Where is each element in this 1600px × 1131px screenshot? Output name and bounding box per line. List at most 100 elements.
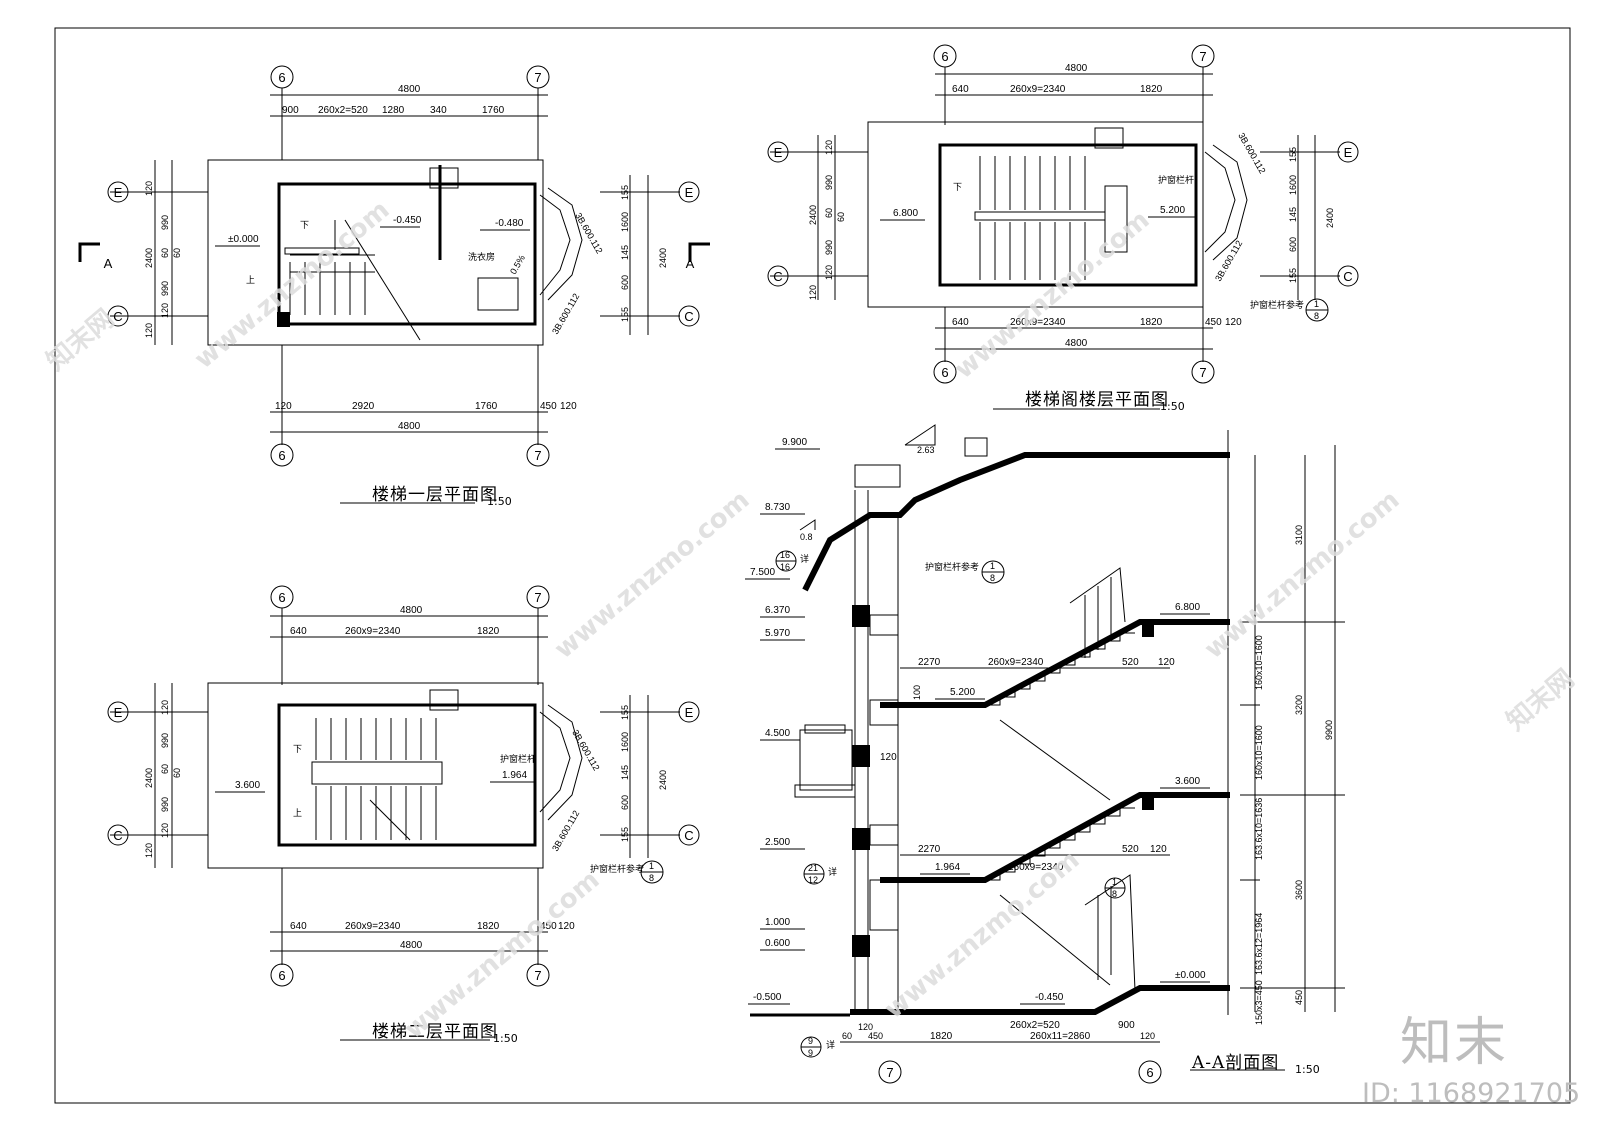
svg-text:C: C — [773, 269, 782, 284]
svg-text:155: 155 — [620, 705, 630, 720]
svg-text:护窗栏杆参考: 护窗栏杆参考 — [925, 561, 979, 572]
svg-text:450: 450 — [540, 921, 557, 932]
svg-text:E: E — [685, 705, 694, 720]
svg-text:260x2=520: 260x2=520 — [1010, 1020, 1060, 1031]
svg-text:2270: 2270 — [918, 844, 941, 855]
svg-text:7: 7 — [534, 968, 541, 983]
svg-text:详: 详 — [828, 866, 837, 877]
svg-text:E: E — [685, 185, 694, 200]
svg-text:±0.000: ±0.000 — [1175, 970, 1206, 981]
svg-text:155: 155 — [620, 827, 630, 842]
level-0000: ±0.000 — [228, 234, 259, 245]
svg-text:0.8: 0.8 — [800, 532, 813, 542]
axis-e-left: E — [114, 185, 123, 200]
svg-text:12: 12 — [808, 875, 818, 885]
svg-text:9: 9 — [808, 1048, 813, 1058]
svg-text:2400: 2400 — [808, 205, 818, 225]
svg-text:1.964: 1.964 — [935, 862, 960, 873]
svg-text:上: 上 — [246, 275, 255, 285]
svg-text:900: 900 — [1118, 1020, 1135, 1031]
svg-text:145: 145 — [620, 765, 630, 780]
svg-text:C: C — [684, 309, 693, 324]
svg-text:-0.500: -0.500 — [753, 992, 782, 1003]
svg-text:1600: 1600 — [620, 732, 630, 752]
svg-text:6: 6 — [941, 49, 948, 64]
plan-first-floor: 6 7 4800 900 260x2=520 1280 340 1760 — [78, 65, 710, 504]
svg-text:60: 60 — [172, 248, 182, 258]
svg-text:990: 990 — [160, 797, 170, 812]
svg-text:900: 900 — [282, 105, 299, 116]
svg-text:990: 990 — [160, 733, 170, 748]
svg-text:6: 6 — [1146, 1065, 1153, 1080]
svg-text:120: 120 — [1225, 317, 1242, 328]
svg-text:120: 120 — [160, 303, 170, 318]
scale-plan3: 1:50 — [1160, 400, 1185, 413]
svg-text:1.964: 1.964 — [502, 770, 527, 781]
svg-text:2270: 2270 — [918, 657, 941, 668]
svg-text:C: C — [1343, 269, 1352, 284]
svg-text:640: 640 — [952, 84, 969, 95]
svg-text:16: 16 — [780, 550, 790, 560]
svg-text:600: 600 — [620, 795, 630, 810]
svg-text:0.5%: 0.5% — [508, 253, 527, 276]
svg-text:145: 145 — [1288, 207, 1298, 222]
svg-text:洗衣房: 洗衣房 — [468, 251, 495, 262]
svg-text:护窗栏杆: 护窗栏杆 — [1158, 174, 1194, 185]
svg-text:1820: 1820 — [1140, 84, 1163, 95]
svg-text:6: 6 — [278, 968, 285, 983]
section-a-a: 9.900 8.730 7.500 6.370 5.970 4.500 2.50… — [745, 424, 1345, 1084]
image-id: ID: 1168921705 — [1362, 1078, 1581, 1109]
svg-text:E: E — [774, 145, 783, 160]
title-section-aa: A-A剖面图 — [1192, 1053, 1280, 1073]
svg-text:8.730: 8.730 — [765, 502, 790, 513]
svg-text:520: 520 — [1122, 844, 1139, 855]
svg-text:520: 520 — [1122, 657, 1139, 668]
svg-text:9: 9 — [808, 1036, 813, 1046]
svg-text:6.370: 6.370 — [765, 605, 790, 616]
svg-text:260x9=2340: 260x9=2340 — [1010, 84, 1066, 95]
svg-text:6.800: 6.800 — [1175, 602, 1200, 613]
svg-text:7.500: 7.500 — [750, 567, 775, 578]
svg-text:4800: 4800 — [1065, 63, 1088, 74]
stair-treads-3 — [974, 156, 1128, 280]
svg-text:450: 450 — [1205, 317, 1222, 328]
svg-text:1: 1 — [1314, 299, 1319, 309]
svg-text:4.500: 4.500 — [765, 728, 790, 739]
svg-text:260x9=2340: 260x9=2340 — [1010, 317, 1066, 328]
svg-text:1: 1 — [649, 861, 654, 871]
svg-text:120: 120 — [1150, 844, 1167, 855]
svg-text:2.63: 2.63 — [917, 445, 935, 455]
svg-text:上: 上 — [293, 808, 302, 818]
svg-text:60: 60 — [824, 208, 834, 218]
stair-railing — [1069, 567, 1136, 991]
svg-text:3200: 3200 — [1294, 695, 1304, 715]
svg-text:2400: 2400 — [144, 768, 154, 788]
svg-text:6: 6 — [278, 590, 285, 605]
svg-text:120: 120 — [824, 140, 834, 155]
svg-text:600: 600 — [620, 275, 630, 290]
svg-text:2.500: 2.500 — [765, 837, 790, 848]
svg-text:3.600: 3.600 — [235, 780, 260, 791]
svg-text:3B.600.112: 3B.600.112 — [573, 211, 604, 255]
svg-text:3100: 3100 — [1294, 525, 1304, 545]
svg-text:1280: 1280 — [382, 105, 405, 116]
plan-attic-floor: 6 7 4800 640 260x9=2340 1820 E C 120 — [767, 44, 1359, 410]
svg-text:6: 6 — [941, 365, 948, 380]
svg-text:护窗栏杆参考: 护窗栏杆参考 — [1250, 299, 1304, 310]
section-mark-a-left: A — [104, 256, 113, 271]
svg-text:8: 8 — [990, 573, 995, 583]
svg-text:E: E — [1344, 145, 1353, 160]
svg-text:7: 7 — [886, 1065, 893, 1080]
axis-c-left: C — [113, 309, 122, 324]
plan-second-floor: 6 7 4800 640 260x9=2340 1820 E — [107, 585, 700, 1041]
svg-text:C: C — [113, 828, 122, 843]
svg-text:下: 下 — [293, 744, 302, 754]
svg-text:-0.480: -0.480 — [495, 218, 524, 229]
svg-text:3B.600.112: 3B.600.112 — [550, 809, 581, 853]
svg-text:100: 100 — [912, 685, 922, 700]
svg-text:160x10=1600: 160x10=1600 — [1254, 725, 1264, 780]
brand-logo: 知末 — [1400, 1013, 1509, 1073]
svg-text:120: 120 — [160, 700, 170, 715]
svg-text:2400: 2400 — [658, 770, 668, 790]
